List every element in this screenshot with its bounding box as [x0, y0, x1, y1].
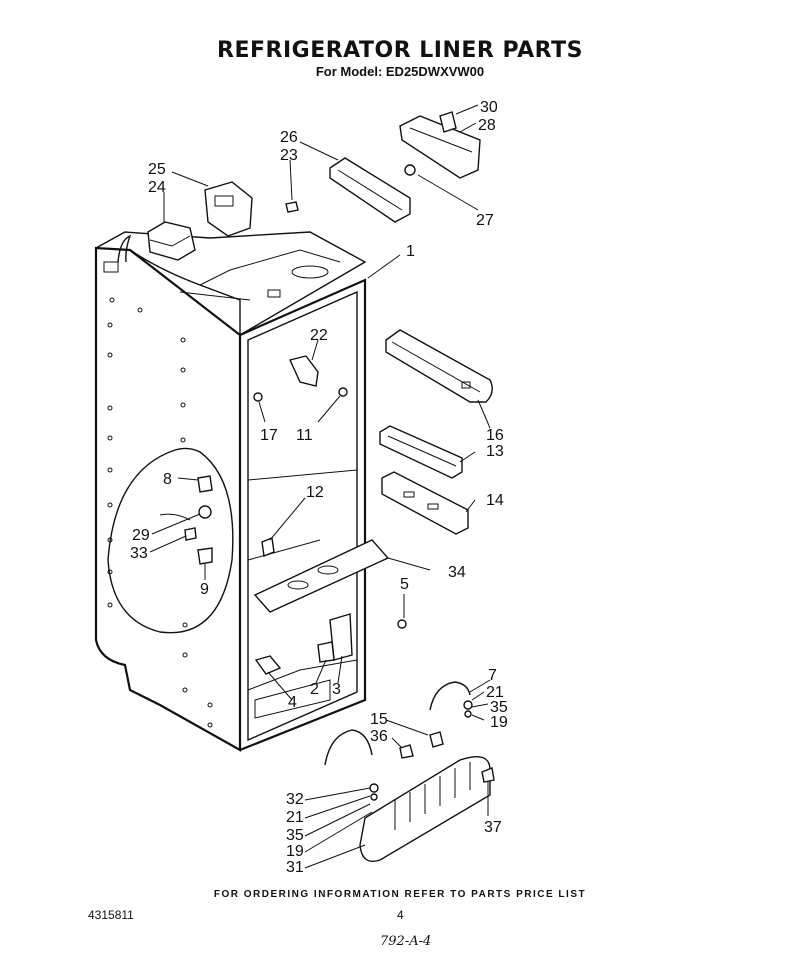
- callout-12: 12: [306, 484, 324, 501]
- callout-5: 5: [400, 576, 409, 593]
- part-12-clip: [261, 537, 275, 557]
- callout-14: 14: [486, 492, 504, 509]
- part-5-screw: [397, 619, 407, 629]
- detail-callout-circle: [107, 447, 234, 634]
- callout-25: 25: [148, 161, 166, 178]
- callout-13: 13: [486, 443, 504, 460]
- callout-9: 9: [200, 581, 209, 598]
- callout-17: 17: [260, 427, 278, 444]
- leader-lines: [149, 104, 491, 869]
- callout-32: 32: [286, 791, 304, 808]
- callout-35a: 35: [490, 699, 508, 716]
- part-34-cover: [253, 539, 390, 613]
- part-4-block: [254, 655, 282, 675]
- part-13-rail: [379, 425, 463, 479]
- callout-22: 22: [310, 327, 328, 344]
- page-number: 4: [397, 908, 404, 922]
- part-30-clip: [439, 111, 457, 133]
- part-33-fastener: [184, 527, 197, 541]
- callout-36: 36: [370, 728, 388, 745]
- part-23-screw: [285, 201, 299, 213]
- callout-37: 37: [484, 819, 502, 836]
- callout-30: 30: [480, 99, 498, 116]
- callout-16: 16: [486, 427, 504, 444]
- document-number: 4315811: [88, 908, 134, 922]
- callout-24: 24: [148, 179, 166, 196]
- callout-15: 15: [370, 711, 388, 728]
- panel-holes: [103, 261, 213, 728]
- callout-29: 29: [132, 527, 150, 544]
- callout-1: 1: [406, 243, 415, 260]
- callout-27: 27: [476, 212, 494, 229]
- part-26-rail: [329, 157, 411, 223]
- callout-28: 28: [478, 117, 496, 134]
- callout-21b: 21: [286, 809, 304, 826]
- part-7-tube: [429, 681, 471, 711]
- ordering-note: FOR ORDERING INFORMATION REFER TO PARTS …: [213, 889, 587, 900]
- callout-3: 3: [332, 681, 341, 698]
- callout-23: 23: [280, 147, 298, 164]
- part-27-screw: [404, 164, 416, 176]
- callout-26: 26: [280, 129, 298, 146]
- part-9-bracket: [197, 547, 213, 565]
- part-14-rail: [381, 471, 469, 535]
- part-29-grommet: [198, 505, 212, 519]
- liner-cabinet: [94, 231, 367, 752]
- callout-35b: 35: [286, 827, 304, 844]
- part-17-screw: [253, 392, 263, 402]
- callout-19b: 19: [286, 843, 304, 860]
- callout-34: 34: [448, 564, 466, 581]
- part-31-drain-cover: [359, 756, 491, 863]
- part-2-clip: [317, 641, 335, 663]
- callout-31: 31: [286, 859, 304, 876]
- callout-labels: 30 28 26 23 25 24 27 1 22 17 11 16 13 14…: [130, 99, 508, 876]
- model-subtitle: For Model: ED25DWXVW00: [315, 64, 485, 79]
- handwritten-code: 792-A-4: [380, 934, 432, 949]
- part-25-cover: [204, 181, 253, 237]
- callout-33: 33: [130, 545, 148, 562]
- callout-11: 11: [296, 427, 313, 444]
- fittings: [369, 700, 495, 801]
- part-24-housing: [147, 221, 196, 261]
- page-title: REFRIGERATOR LINER PARTS: [217, 38, 583, 63]
- callout-19a: 19: [490, 714, 508, 731]
- part-22-bracket: [289, 355, 319, 387]
- callout-8: 8: [163, 471, 172, 488]
- part-16-shelf-support: [385, 329, 493, 403]
- callout-4: 4: [288, 694, 297, 711]
- callout-7: 7: [488, 667, 497, 684]
- callout-2: 2: [310, 681, 319, 698]
- part-11-screw: [338, 387, 348, 397]
- part-32-tube: [324, 729, 373, 766]
- callout-21a: 21: [486, 684, 504, 701]
- part-28-bracket: [399, 115, 481, 179]
- part-8-clip: [197, 475, 213, 493]
